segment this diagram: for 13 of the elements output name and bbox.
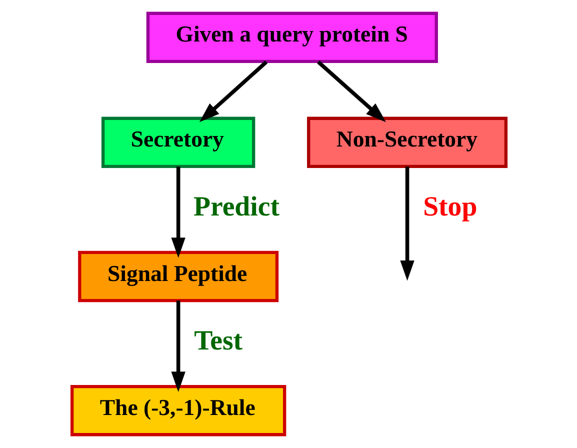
node-box: Secretory xyxy=(100,116,255,168)
arrow xyxy=(170,300,185,392)
node-box: Given a query protein S xyxy=(146,12,438,64)
arrow xyxy=(198,60,268,122)
edge-label: Predict xyxy=(192,191,279,222)
node-box: The (-3,-1)-Rule xyxy=(70,384,286,436)
arrow xyxy=(316,60,386,122)
arrow xyxy=(400,166,414,281)
arrow xyxy=(170,166,185,258)
edge-label: Test xyxy=(194,325,242,356)
node-box: Signal Peptide xyxy=(78,250,278,302)
node-box: Non-Secretory xyxy=(306,116,508,168)
edge-label: Stop xyxy=(422,191,477,222)
